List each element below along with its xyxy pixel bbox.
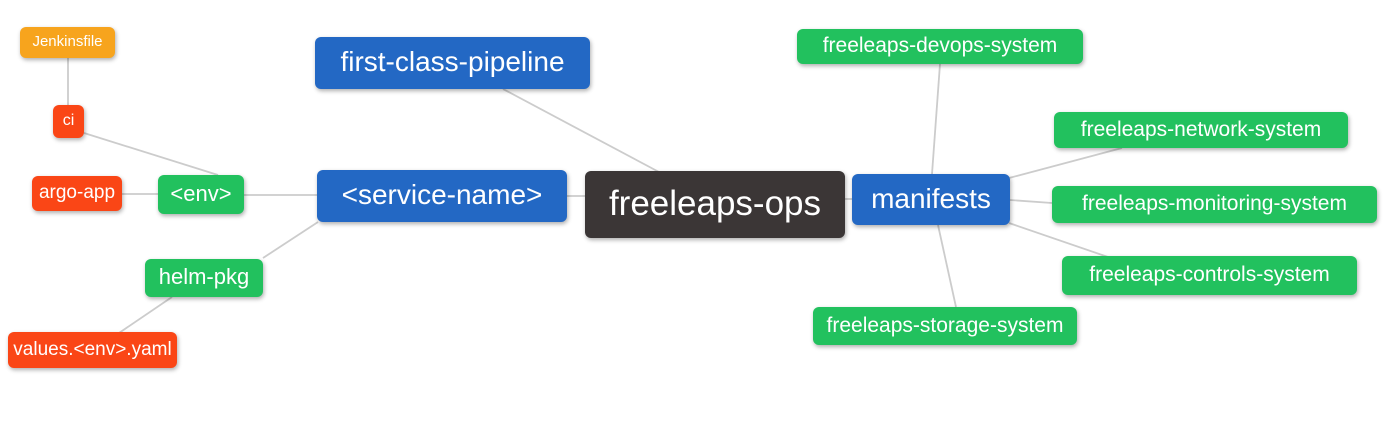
- edge-manifests-freeleaps-network-system: [1008, 147, 1123, 179]
- node-freeleaps-devops-system[interactable]: freeleaps-devops-system: [797, 29, 1083, 64]
- node-service-name[interactable]: <service-name>: [317, 170, 567, 222]
- edge-manifests-freeleaps-controls-system: [1008, 222, 1109, 258]
- node-label: freeleaps-storage-system: [826, 313, 1064, 337]
- node-env[interactable]: <env>: [158, 175, 244, 214]
- node-freeleaps-monitoring-system[interactable]: freeleaps-monitoring-system: [1052, 186, 1377, 223]
- node-freeleaps-network-system[interactable]: freeleaps-network-system: [1054, 112, 1348, 148]
- node-label: helm-pkg: [158, 264, 250, 289]
- edge-ci-env: [83, 132, 219, 176]
- node-jenkinsfile[interactable]: Jenkinsfile: [20, 27, 115, 58]
- node-label: argo-app: [38, 182, 116, 203]
- edge-manifests-freeleaps-storage-system: [937, 224, 957, 308]
- node-label: first-class-pipeline: [340, 46, 565, 77]
- edge-manifests-freeleaps-devops-system: [931, 63, 941, 175]
- node-label: manifests: [871, 182, 991, 214]
- node-argo-app[interactable]: argo-app: [32, 176, 122, 211]
- node-helm-pkg[interactable]: helm-pkg: [145, 259, 263, 297]
- node-label: freeleaps-controls-system: [1089, 263, 1330, 286]
- node-label: values.<env>.yaml: [13, 338, 172, 360]
- edge-manifests-freeleaps-monitoring-system: [1009, 199, 1053, 204]
- node-label: freeleaps-ops: [608, 184, 822, 223]
- node-label: ci: [62, 111, 75, 129]
- node-label: <env>: [170, 180, 232, 206]
- edge-values-env-yaml-helm-pkg: [118, 296, 173, 334]
- node-freeleaps-storage-system[interactable]: freeleaps-storage-system: [813, 307, 1077, 345]
- edge-helm-pkg-service-name: [262, 221, 319, 259]
- node-label: Jenkinsfile: [32, 33, 103, 50]
- node-label: freeleaps-network-system: [1080, 117, 1322, 141]
- node-freeleaps-controls-system[interactable]: freeleaps-controls-system: [1062, 256, 1357, 295]
- node-ci[interactable]: ci: [53, 105, 84, 138]
- node-manifests[interactable]: manifests: [852, 174, 1010, 225]
- node-label: freeleaps-devops-system: [822, 34, 1058, 57]
- node-freeleaps-ops[interactable]: freeleaps-ops: [585, 171, 845, 238]
- node-values-env-yaml[interactable]: values.<env>.yaml: [8, 332, 177, 368]
- edge-first-class-pipeline-freeleaps-ops: [502, 88, 660, 173]
- node-label: <service-name>: [341, 179, 543, 210]
- node-label: freeleaps-monitoring-system: [1082, 192, 1347, 215]
- node-first-class-pipeline[interactable]: first-class-pipeline: [315, 37, 590, 89]
